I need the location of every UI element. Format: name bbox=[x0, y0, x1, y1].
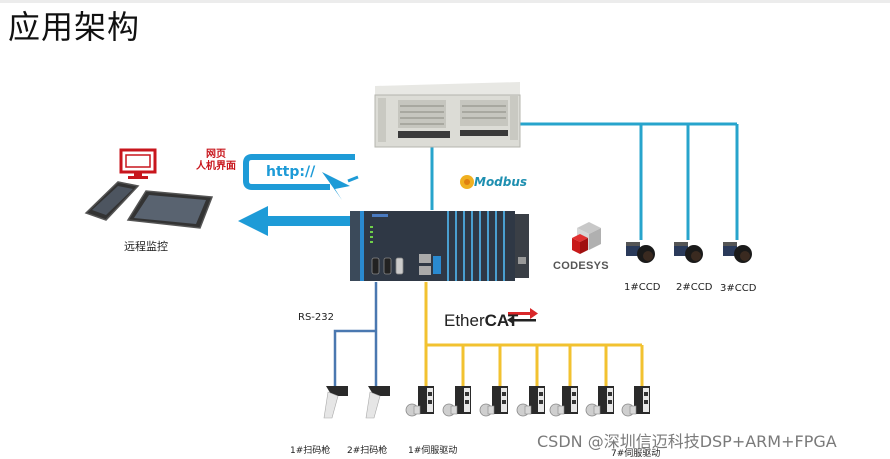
industrial-pc bbox=[374, 82, 521, 148]
plc-controller bbox=[350, 211, 529, 281]
ccd-camera-icon bbox=[723, 242, 752, 263]
watermark: CSDN @深圳信迈科技DSP+ARM+FPGA bbox=[537, 432, 837, 451]
http-text: http:// bbox=[266, 164, 316, 180]
barcode-scanner-icon bbox=[323, 386, 348, 419]
servo-drive-icon bbox=[516, 386, 545, 417]
ccd-camera-icon bbox=[626, 242, 655, 263]
hmi-label-line2: 人机界面 bbox=[196, 161, 236, 172]
monitor-icon bbox=[119, 148, 157, 179]
servo-label-last: 7#伺服驱动 bbox=[611, 449, 661, 459]
servo-drive-icon bbox=[442, 386, 471, 417]
codesys-label: CODESYS bbox=[553, 260, 609, 272]
tablet-devices bbox=[84, 181, 214, 229]
servo-drive-icon bbox=[405, 386, 434, 417]
camera-label: 1#CCD bbox=[624, 282, 661, 293]
remote-monitor-label: 远程监控 bbox=[124, 240, 168, 253]
modbus-label: Modbus bbox=[474, 175, 528, 189]
ethercat-lines bbox=[424, 282, 644, 388]
servo-drive-icon bbox=[585, 386, 614, 417]
barcode-scanner-icon bbox=[365, 386, 390, 419]
hmi-label: 网页 人机界面 bbox=[196, 149, 236, 173]
modbus-logo-icon bbox=[460, 175, 474, 189]
servo-label-first: 1#伺服驱动 bbox=[408, 446, 458, 456]
cursor-icon bbox=[322, 172, 350, 200]
scanner-label: 2#扫码枪 bbox=[347, 446, 388, 456]
rs232-label: RS-232 bbox=[298, 312, 334, 323]
ethercat-suffix: CAT bbox=[484, 311, 519, 330]
hmi-label-line1: 网页 bbox=[206, 149, 226, 160]
ccd-camera-icon bbox=[674, 242, 703, 263]
camera-label: 3#CCD bbox=[720, 283, 757, 294]
left-arrow-icon bbox=[238, 206, 350, 236]
codesys-logo-icon bbox=[572, 222, 601, 254]
ethercat-label: EtherCAT bbox=[444, 311, 518, 331]
scanner-label: 1#扫码枪 bbox=[290, 446, 331, 456]
rs232-lines bbox=[333, 282, 378, 388]
servo-drive-icon bbox=[621, 386, 650, 417]
ethercat-logo-arrows bbox=[507, 308, 538, 325]
servo-drives bbox=[405, 386, 650, 417]
top-border bbox=[0, 0, 890, 3]
page-title: 应用架构 bbox=[8, 8, 141, 46]
rs232-branch bbox=[333, 329, 376, 388]
ethercat-prefix: Ether bbox=[444, 311, 485, 330]
ethernet-lines bbox=[430, 122, 739, 240]
servo-drive-icon bbox=[479, 386, 508, 417]
http-link-icon bbox=[243, 154, 359, 200]
camera-label: 2#CCD bbox=[676, 282, 713, 293]
servo-drive-icon bbox=[549, 386, 578, 417]
